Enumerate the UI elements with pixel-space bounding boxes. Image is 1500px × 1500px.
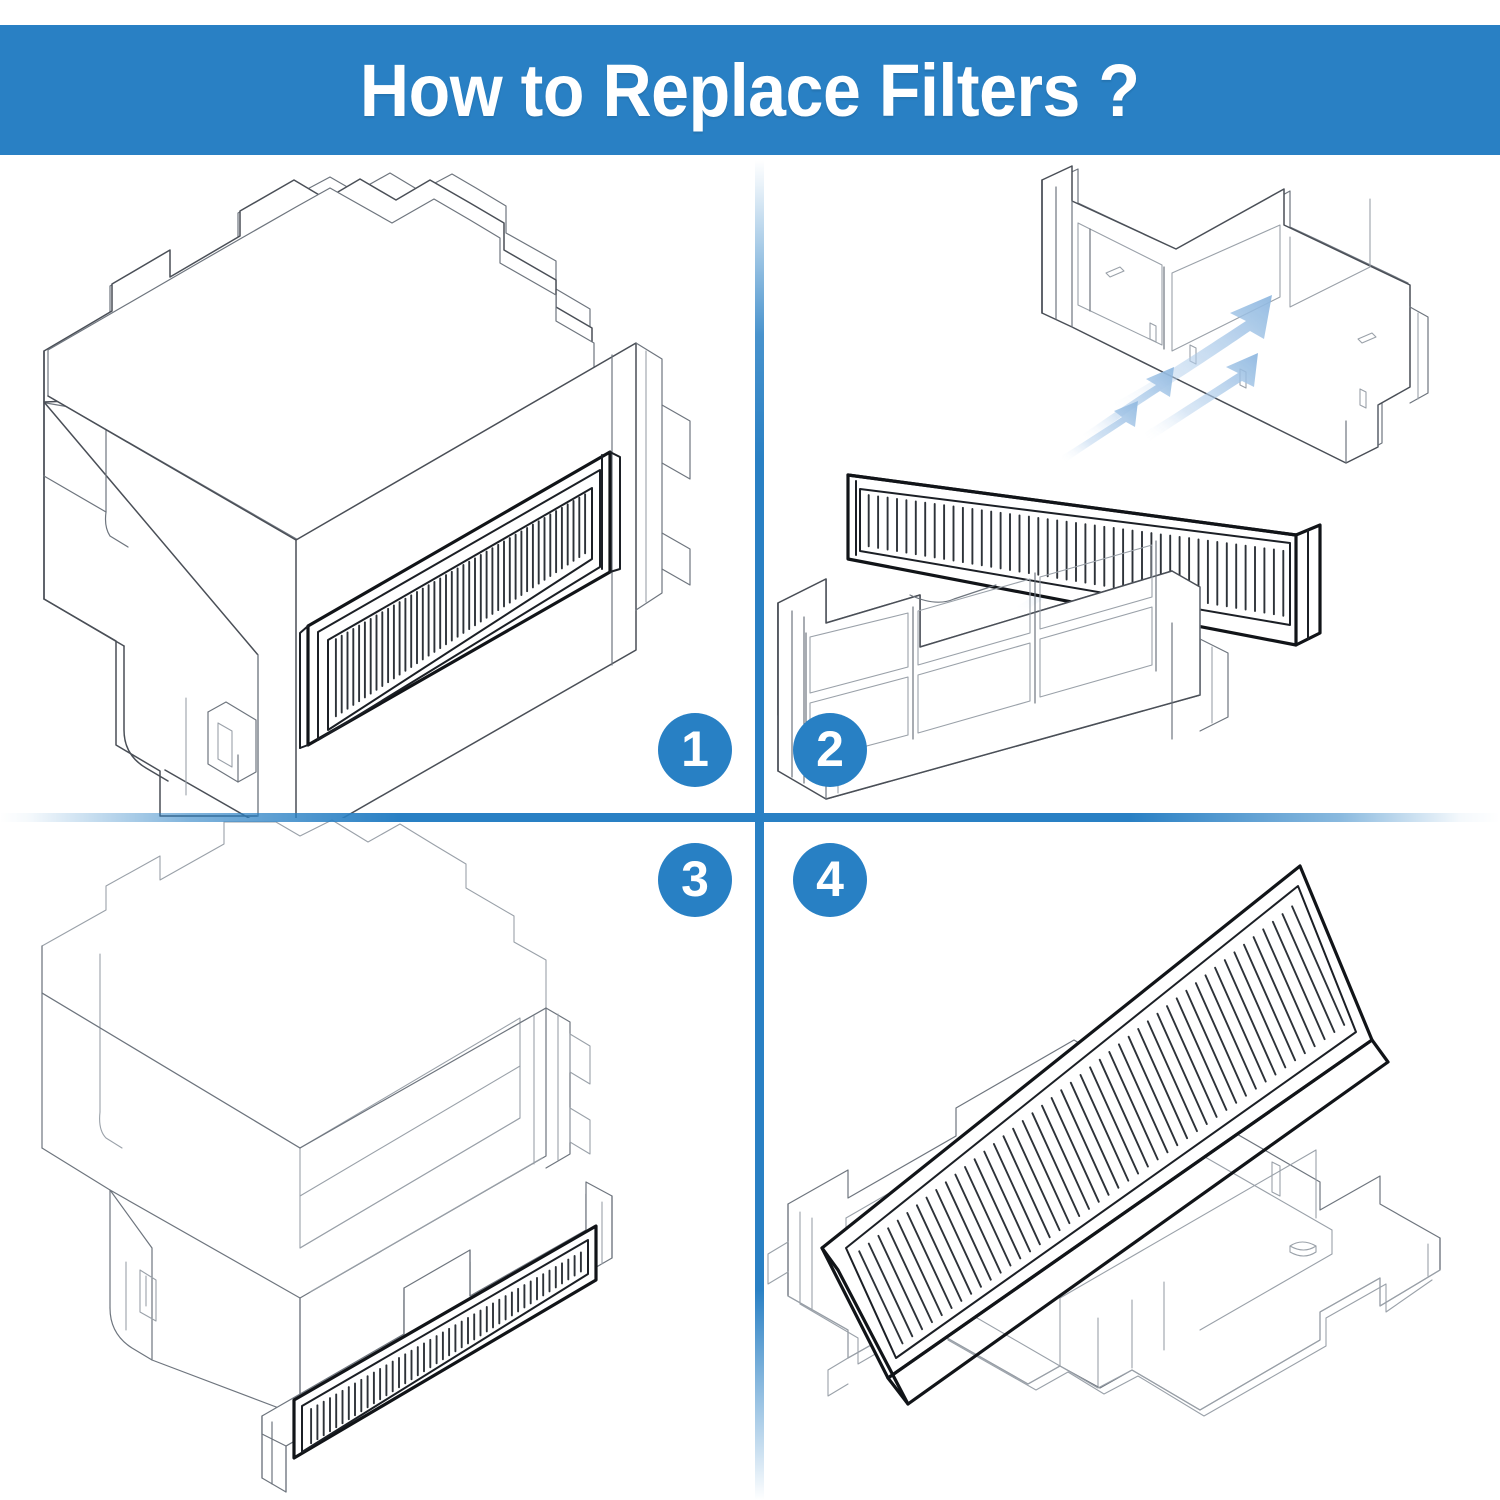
filter-pleat-line — [983, 1150, 1032, 1253]
step-1-illustration — [0, 155, 760, 818]
filter-pleat-line — [1041, 1104, 1090, 1210]
filter-pleat-line — [1050, 1097, 1100, 1203]
filter-pleat-line — [1079, 1074, 1130, 1182]
filter-pleat-line — [964, 1166, 1012, 1267]
filter-pleat-line — [1185, 989, 1238, 1104]
step-badge-1[interactable]: 1 — [658, 713, 732, 787]
vertical-divider — [755, 160, 764, 1500]
filter-pleat-line — [1194, 982, 1247, 1097]
illustration-grid — [0, 155, 1500, 1500]
step-badge-3[interactable]: 3 — [658, 843, 732, 917]
filter-pleat-line — [1002, 1135, 1051, 1239]
step-4-illustration — [760, 818, 1500, 1500]
filter-pleat-line — [877, 1234, 924, 1331]
filter-pleat-line — [858, 1250, 904, 1345]
filter-pleat-line — [915, 1204, 963, 1302]
filter-pleat-line — [1281, 913, 1336, 1033]
filter-pleat-line — [906, 1212, 953, 1309]
filter-pleat-line — [1137, 1028, 1189, 1140]
filter-pleat-line — [1060, 1089, 1110, 1196]
filter-pleat-line — [1223, 959, 1277, 1076]
filter-pleat-line — [1214, 966, 1267, 1083]
filter-pleat-line — [1271, 920, 1326, 1041]
filter-cover-icon — [1041, 165, 1429, 464]
horizontal-divider — [0, 813, 1500, 822]
dust-bin-body-icon — [43, 172, 691, 818]
page-title: How to Replace Filters ? — [360, 48, 1140, 132]
filter-pleat-line — [1021, 1120, 1071, 1225]
empty-dust-bin-icon — [41, 819, 591, 1417]
filter-pleat-line — [887, 1227, 933, 1324]
filter-pleat-line — [1252, 936, 1306, 1055]
mesh-prefilter-frame-icon — [777, 540, 1229, 800]
filter-pleat-line — [1204, 974, 1257, 1090]
step-3-illustration — [0, 818, 760, 1500]
filter-pleat-line — [1146, 1020, 1198, 1133]
installed-hepa-filter-icon — [299, 450, 621, 749]
step-2-illustration — [760, 155, 1500, 818]
filter-pleat-line — [1098, 1058, 1149, 1168]
filter-pleat-line — [1069, 1081, 1120, 1189]
filter-pleat-line — [973, 1158, 1022, 1260]
filter-pleat-line — [1012, 1127, 1061, 1232]
filter-pleat-line — [992, 1143, 1041, 1246]
filter-pleat-line — [954, 1173, 1002, 1274]
filter-pleat-line — [935, 1189, 982, 1288]
filter-pleat-line — [925, 1196, 973, 1295]
filter-assembly-icon — [261, 1181, 613, 1493]
filter-pleat-line — [867, 1242, 914, 1338]
filter-pleat-line — [896, 1219, 943, 1317]
filter-pleat-line — [1166, 1005, 1218, 1118]
header-banner: How to Replace Filters ? — [0, 25, 1500, 155]
filter-pleat-line — [1127, 1035, 1179, 1147]
filter-pleat-line — [1156, 1012, 1208, 1125]
filter-pleat-line — [1262, 928, 1316, 1048]
filter-pleat-line — [1108, 1051, 1159, 1161]
filter-pleat-line — [1233, 951, 1287, 1069]
filter-pleat-line — [1175, 997, 1228, 1111]
filter-pleat-line — [1089, 1066, 1140, 1175]
filter-pleat-line — [1031, 1112, 1081, 1217]
hepa-filter-angled-icon — [820, 864, 1390, 1406]
filter-pleat-line — [1117, 1043, 1169, 1154]
filter-pleat-line — [1243, 943, 1297, 1062]
filter-pleat-line — [944, 1181, 992, 1281]
filter-pleat-line — [1291, 905, 1346, 1026]
step-badge-2[interactable]: 2 — [793, 713, 867, 787]
step-badge-4[interactable]: 4 — [793, 843, 867, 917]
